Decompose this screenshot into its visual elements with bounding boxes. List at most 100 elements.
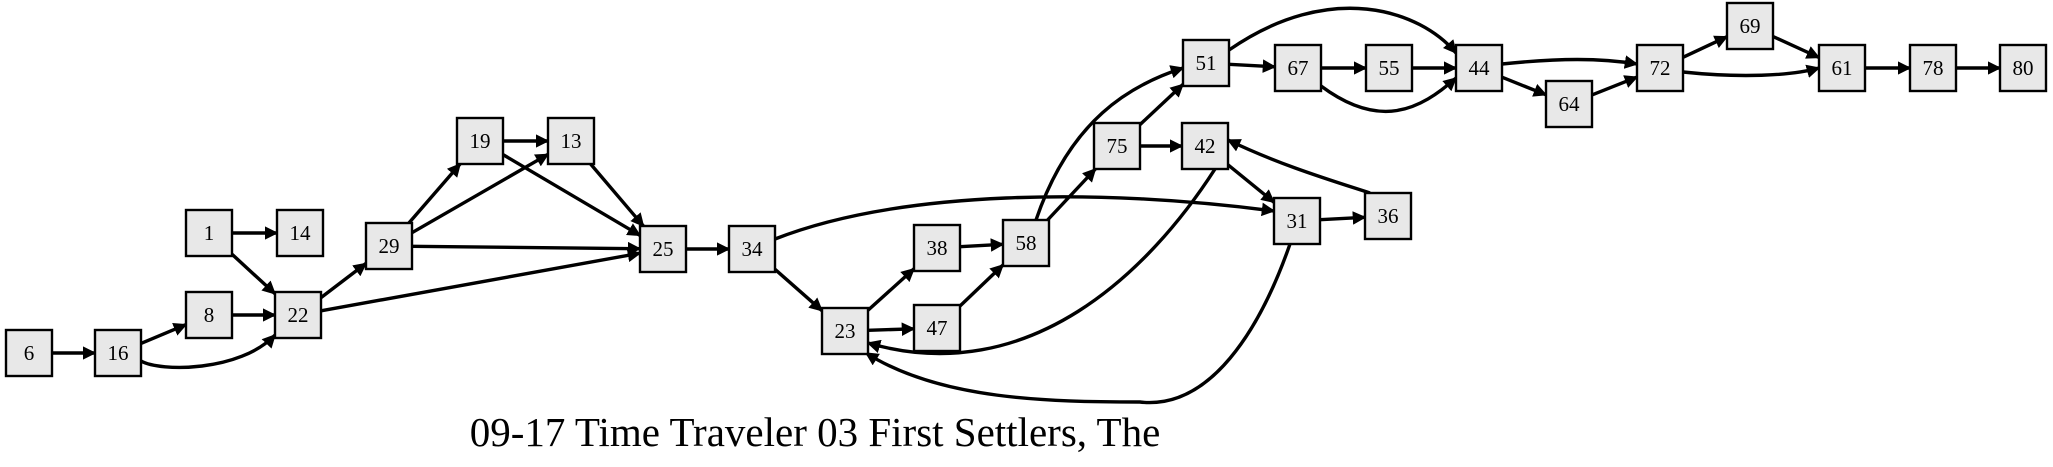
edge-arrow-47-58 (958, 263, 1005, 308)
node-23: 23 (820, 306, 870, 356)
edge-44-72 (1501, 55, 1639, 69)
edge-arrow-13-25 (589, 162, 645, 228)
edge-arrow-1-22 (230, 252, 277, 296)
node-72: 72 (1635, 43, 1685, 93)
node-box (1454, 43, 1504, 93)
node-label: 67 (1288, 56, 1309, 80)
edge-arrow-22-29 (319, 262, 368, 299)
node-label: 38 (927, 236, 948, 260)
edge-1-22 (230, 252, 277, 296)
node-box (275, 208, 325, 258)
node-label: 1 (204, 221, 215, 245)
node-box (1364, 43, 1414, 93)
edge-arrow-44-72 (1501, 55, 1639, 69)
node-box (1181, 38, 1231, 88)
node-label: 78 (1923, 56, 1944, 80)
node-label: 75 (1107, 134, 1128, 158)
node-8: 8 (184, 290, 234, 340)
node-label: 42 (1195, 134, 1216, 158)
edge-51-44 (1228, 6, 1458, 55)
node-label: 61 (1832, 56, 1853, 80)
node-label: 23 (835, 319, 856, 343)
node-box (1544, 79, 1594, 129)
edge-arrow-69-61 (1772, 34, 1821, 60)
node-box (638, 224, 688, 274)
node-box (820, 306, 870, 356)
node-box (1273, 43, 1323, 93)
node-34: 34 (727, 224, 777, 274)
node-label: 8 (204, 303, 215, 327)
edge-arrow-29-25 (411, 241, 642, 256)
node-label: 6 (24, 341, 35, 365)
node-19: 19 (455, 116, 505, 166)
node-label: 58 (1016, 231, 1037, 255)
node-box (184, 208, 234, 258)
node-31: 31 (1272, 196, 1322, 246)
edge-arrow-58-51 (1034, 65, 1185, 221)
node-label: 47 (927, 316, 948, 340)
node-label: 22 (288, 303, 309, 327)
node-box (1635, 43, 1685, 93)
node-6: 6 (4, 328, 54, 378)
edge-arrow-64-72 (1591, 75, 1639, 97)
edge-34-31 (774, 195, 1276, 241)
edge-22-25 (320, 248, 642, 313)
edge-arrow-75-51 (1138, 83, 1185, 126)
node-box (455, 116, 505, 166)
edge-29-25 (411, 241, 642, 256)
node-box (727, 224, 777, 274)
node-label: 16 (108, 341, 129, 365)
edge-arrow-22-25 (320, 248, 642, 313)
edge-67-44 (1319, 76, 1458, 114)
node-80: 80 (1998, 43, 2048, 93)
edge-arrow-42-31 (1226, 163, 1276, 204)
node-22: 22 (273, 290, 323, 340)
node-label: 80 (2013, 56, 2034, 80)
edge-16-22 (140, 333, 277, 370)
edge-arrow-23-38 (866, 267, 916, 312)
edge-13-25 (589, 162, 645, 228)
edge-arrow-19-25 (502, 153, 642, 237)
node-label: 31 (1287, 209, 1308, 233)
node-box (1363, 191, 1413, 241)
edge-arrow-34-23 (773, 268, 824, 312)
node-55: 55 (1364, 43, 1414, 93)
node-box (4, 328, 54, 378)
edge-arrow-44-64 (1501, 75, 1548, 97)
edge-22-29 (319, 262, 368, 299)
node-label: 69 (1740, 14, 1761, 38)
node-label: 44 (1469, 56, 1491, 80)
edge-arrow-31-23 (864, 243, 1292, 405)
edge-42-23 (866, 168, 1217, 356)
node-box (1817, 43, 1867, 93)
edge-72-69 (1682, 35, 1729, 59)
edge-arrow-72-61 (1682, 64, 1821, 78)
edge-16-8 (140, 323, 188, 345)
node-16: 16 (93, 328, 143, 378)
edge-arrow-34-31 (774, 195, 1276, 241)
node-box (1998, 43, 2048, 93)
node-14: 14 (275, 208, 325, 258)
edge-38-58 (959, 238, 1005, 252)
node-label: 13 (561, 129, 582, 153)
node-box (546, 116, 596, 166)
node-13: 13 (546, 116, 596, 166)
edge-arrow-29-19 (407, 162, 462, 225)
edge-34-23 (773, 268, 824, 312)
edge-31-36 (1319, 211, 1367, 225)
edge-arrow-51-67 (1228, 59, 1277, 73)
edge-64-72 (1591, 75, 1639, 97)
edge-arrow-31-36 (1319, 211, 1367, 225)
node-box (1180, 121, 1230, 171)
edge-69-61 (1772, 34, 1821, 60)
node-box (93, 328, 143, 378)
node-label: 55 (1379, 56, 1400, 80)
edge-arrow-51-44 (1228, 6, 1458, 55)
edge-44-64 (1501, 75, 1548, 97)
node-label: 29 (379, 234, 400, 258)
node-25: 25 (638, 224, 688, 274)
node-box (1725, 1, 1775, 51)
